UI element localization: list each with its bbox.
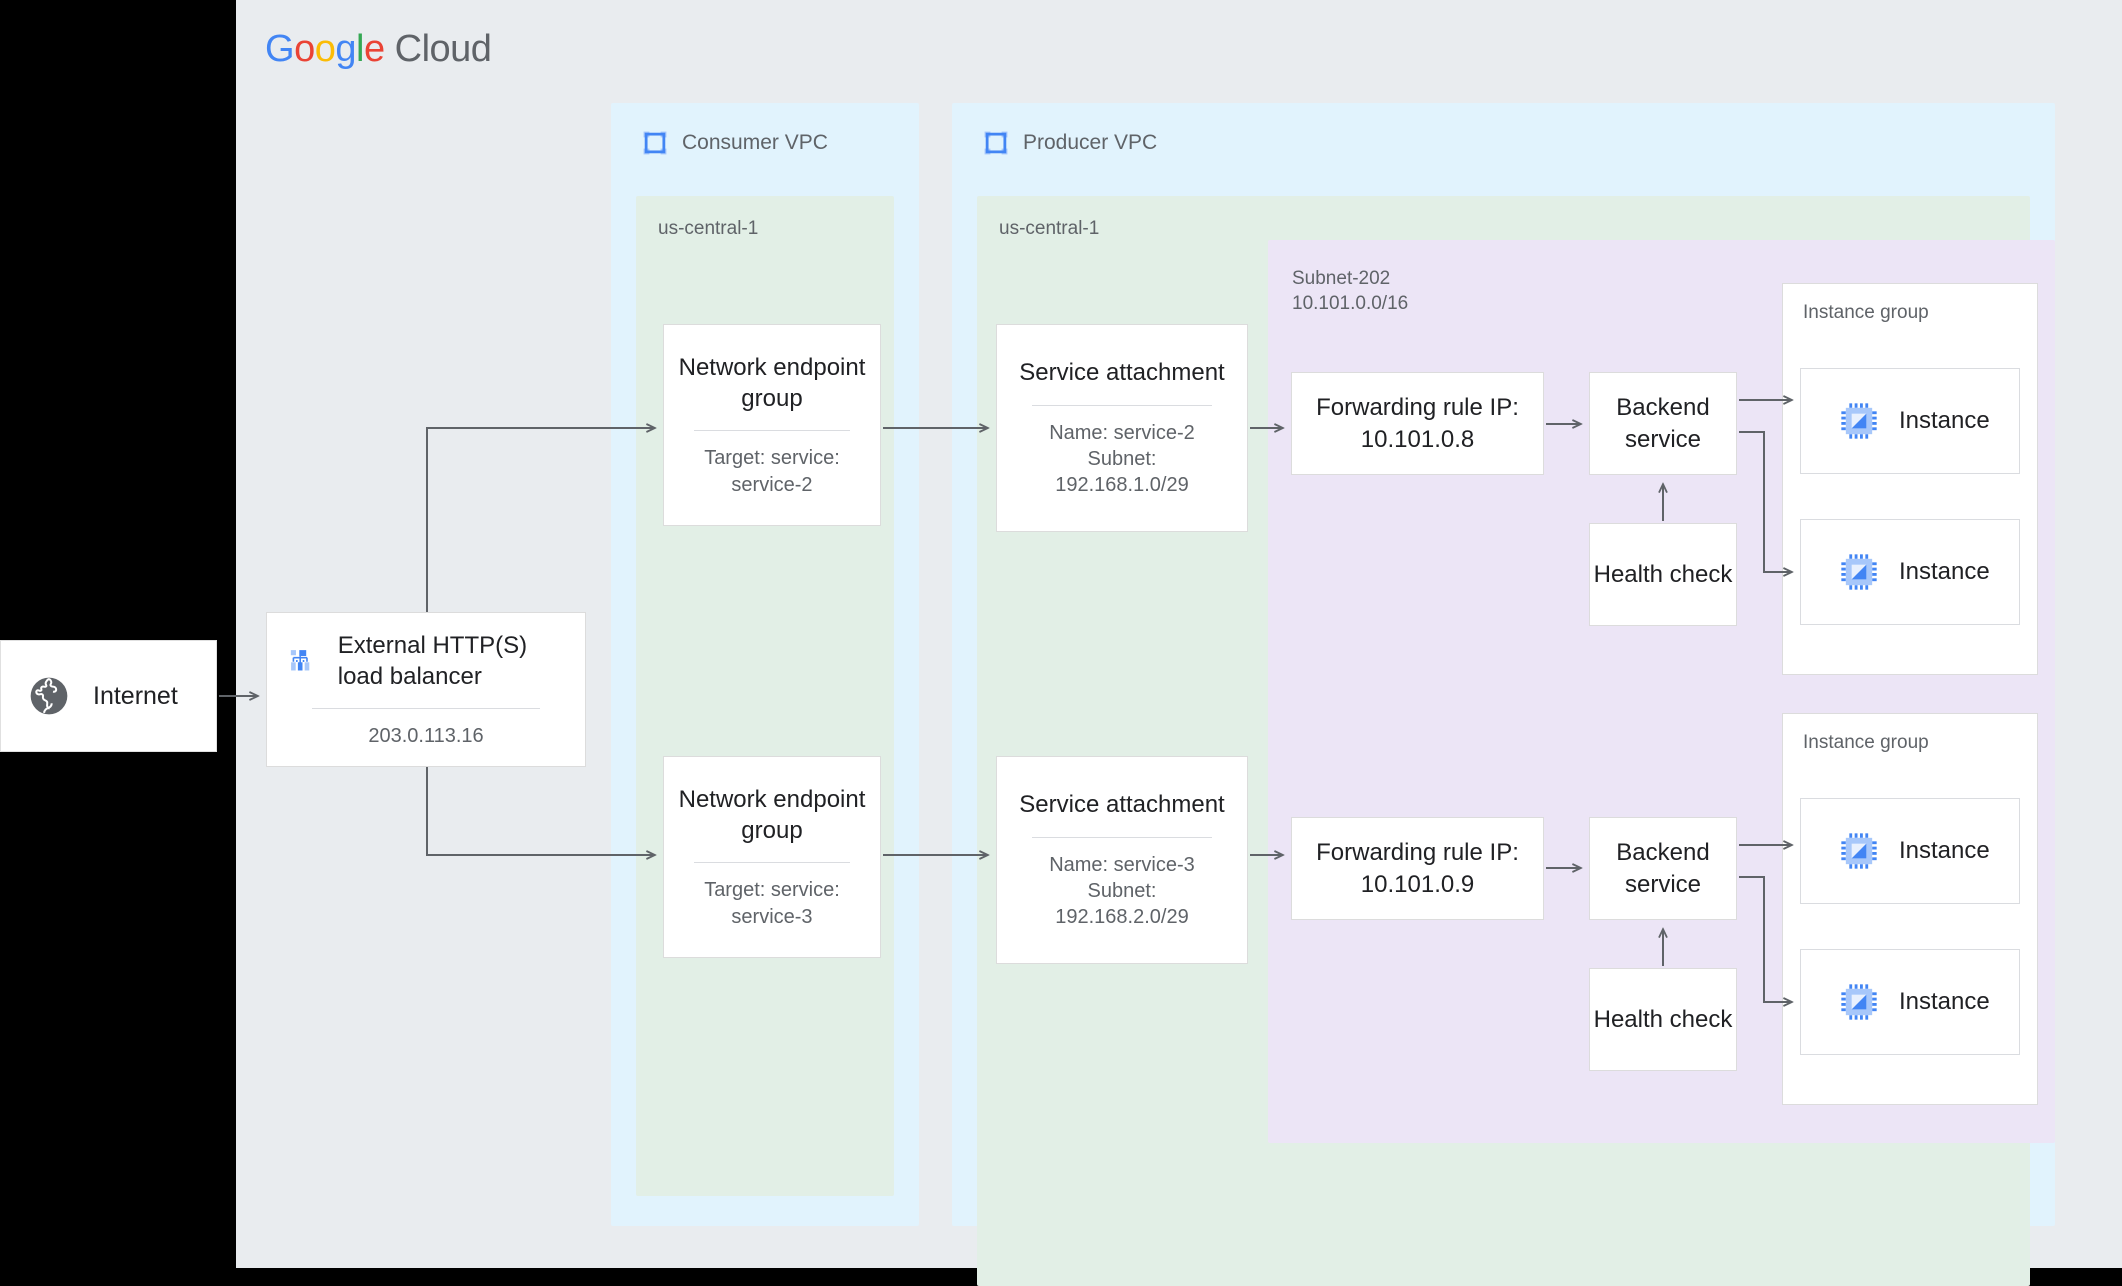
neg-2-target: Target: service: service-3 xyxy=(704,879,840,928)
internet-node[interactable]: Internet xyxy=(0,640,217,752)
forwarding-rule-2[interactable]: Forwarding rule IP: 10.101.0.9 xyxy=(1291,817,1544,920)
logo-letter-l: l xyxy=(355,28,364,70)
vm-instance-icon xyxy=(1841,984,1877,1020)
network-endpoint-group-2[interactable]: Network endpoint group Target: service: … xyxy=(663,756,881,958)
instance-1-2[interactable]: Instance xyxy=(1800,519,2020,625)
forwarding-rule-1[interactable]: Forwarding rule IP: 10.101.0.8 xyxy=(1291,372,1544,475)
instance-1-1-label: Instance xyxy=(1899,407,1990,434)
load-balancer-title: External HTTP(S) load balancer xyxy=(337,631,528,690)
neg-2-title: Network endpoint group xyxy=(678,785,866,845)
neg-1-title: Network endpoint group xyxy=(678,353,866,413)
vm-instance-icon xyxy=(1841,554,1877,590)
backend-service-2-text: Backend service xyxy=(1616,839,1710,898)
service-attachment-1-title: Service attachment xyxy=(1019,359,1225,387)
load-balancer-card[interactable]: External HTTP(S) load balancer 203.0.113… xyxy=(266,612,586,767)
divider xyxy=(1032,404,1212,406)
instance-1-1[interactable]: Instance xyxy=(1800,368,2020,474)
instance-2-1[interactable]: Instance xyxy=(1800,798,2020,904)
logo-letter-g1: G xyxy=(265,28,295,70)
consumer-region-label: us-central-1 xyxy=(658,218,759,239)
health-check-2[interactable]: Health check xyxy=(1589,968,1737,1071)
load-balancer-icon xyxy=(290,649,310,671)
forwarding-rule-2-text: Forwarding rule IP: 10.101.0.9 xyxy=(1316,839,1519,898)
network-endpoint-group-1[interactable]: Network endpoint group Target: service: … xyxy=(663,324,881,526)
consumer-vpc-label: Consumer VPC xyxy=(641,129,828,157)
consumer-vpc-label-text: Consumer VPC xyxy=(682,131,828,154)
neg-1-target: Target: service: service-2 xyxy=(704,447,840,496)
backend-service-1[interactable]: Backend service xyxy=(1589,372,1737,475)
producer-vpc-label: Producer VPC xyxy=(982,129,1157,157)
vm-instance-icon xyxy=(1841,403,1877,439)
divider xyxy=(1032,836,1212,838)
backend-service-2[interactable]: Backend service xyxy=(1589,817,1737,920)
vpc-icon xyxy=(984,131,1008,155)
instance-2-2-label: Instance xyxy=(1899,988,1990,1015)
internet-label: Internet xyxy=(93,681,178,710)
vpc-icon xyxy=(643,131,667,155)
logo-letter-e: e xyxy=(363,28,385,70)
service-attachment-1-details: Name: service-2 Subnet: 192.168.1.0/29 xyxy=(1049,421,1195,497)
producer-vpc-label-text: Producer VPC xyxy=(1023,131,1158,154)
health-check-1-text: Health check xyxy=(1593,560,1733,588)
instance-group-1-label: Instance group xyxy=(1803,302,1929,323)
service-attachment-2-details: Name: service-3 Subnet: 192.168.2.0/29 xyxy=(1049,853,1195,929)
consumer-vpc-container: Consumer VPC us-central-1 xyxy=(611,103,919,1226)
instance-1-2-label: Instance xyxy=(1899,558,1990,585)
producer-region-label: us-central-1 xyxy=(999,218,1100,239)
vm-instance-icon xyxy=(1841,833,1877,869)
divider xyxy=(694,862,850,864)
service-attachment-2-title: Service attachment xyxy=(1019,791,1225,819)
logo-letter-g2: g xyxy=(335,28,356,70)
load-balancer-ip: 203.0.113.16 xyxy=(368,724,484,747)
service-attachment-1[interactable]: Service attachment Name: service-2 Subne… xyxy=(996,324,1248,532)
globe-icon xyxy=(30,677,68,715)
backend-service-1-text: Backend service xyxy=(1616,394,1710,453)
logo-letter-o2: o xyxy=(314,28,336,70)
health-check-1[interactable]: Health check xyxy=(1589,523,1737,626)
health-check-2-text: Health check xyxy=(1593,1005,1733,1033)
logo-letter-o1: o xyxy=(294,28,315,70)
google-cloud-logo: Google Cloud xyxy=(265,28,492,71)
service-attachment-2[interactable]: Service attachment Name: service-3 Subne… xyxy=(996,756,1248,964)
logo-word-cloud: Cloud xyxy=(394,28,492,70)
instance-2-1-label: Instance xyxy=(1899,837,1990,864)
subnet-label: Subnet-202 10.101.0.0/16 xyxy=(1292,268,1409,315)
divider xyxy=(311,707,541,709)
divider xyxy=(694,430,850,432)
forwarding-rule-1-text: Forwarding rule IP: 10.101.0.8 xyxy=(1316,394,1519,453)
instance-group-2-label: Instance group xyxy=(1803,732,1929,753)
instance-2-2[interactable]: Instance xyxy=(1800,949,2020,1055)
